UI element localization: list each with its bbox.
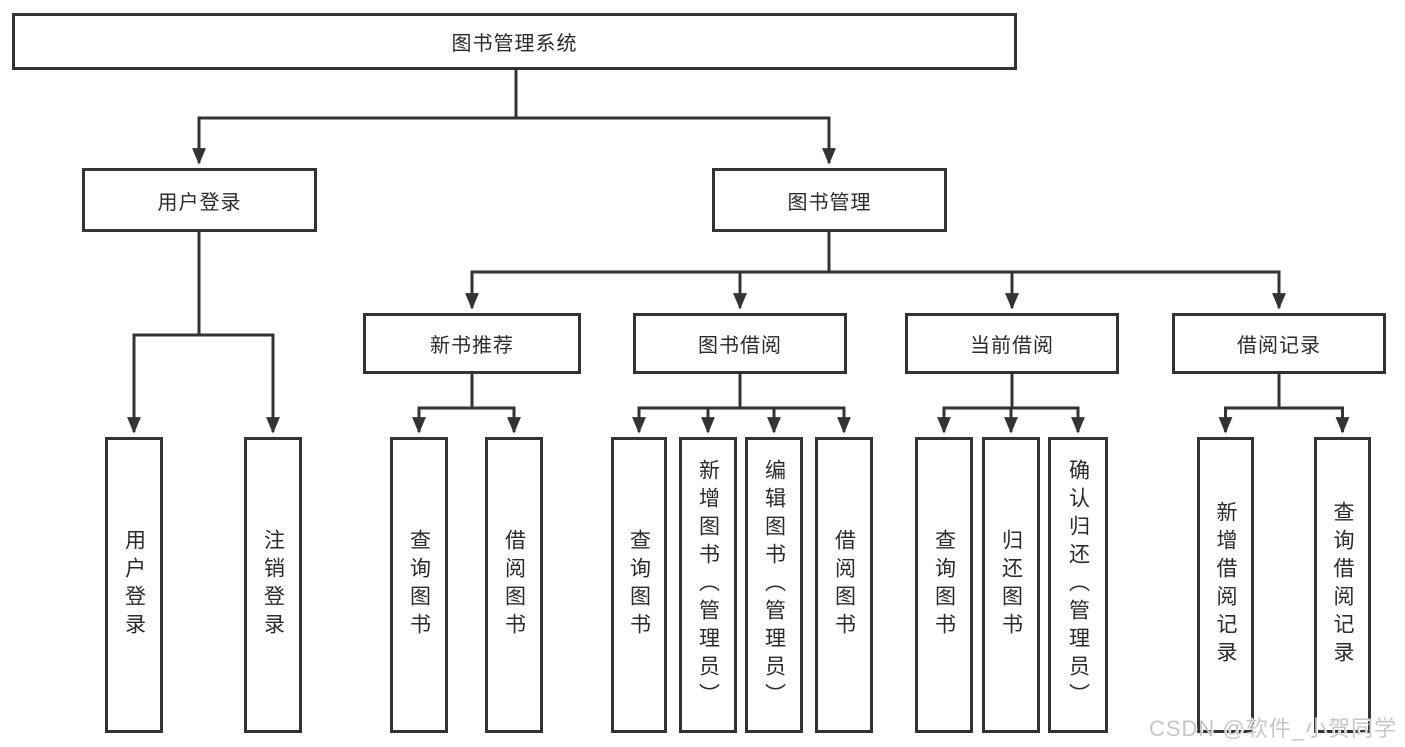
leaf-borrow-books: 借阅图书 [815, 437, 873, 733]
node-borrowing-records: 借阅记录 [1172, 313, 1386, 374]
leaf-add-books-admin: 新增图书（管理员） [679, 437, 737, 733]
leaf-query-borrow-record: 查询借阅记录 [1314, 437, 1371, 733]
leaf-query-books-current: 查询图书 [915, 437, 973, 733]
leaf-query-books-borrow: 查询图书 [611, 437, 667, 733]
leaf-user-login: 用户登录 [105, 437, 163, 733]
leaf-confirm-return-admin: 确认归还（管理员） [1048, 437, 1108, 733]
csdn-watermark: CSDN @软件_小贺同学 [1148, 716, 1397, 741]
leaf-borrow-books-recommend: 借阅图书 [485, 437, 543, 733]
leaf-query-books-recommend: 查询图书 [390, 437, 448, 733]
node-user-login-branch: 用户登录 [82, 168, 317, 232]
leaf-edit-books-admin: 编辑图书（管理员） [745, 437, 803, 733]
leaf-return-books: 归还图书 [982, 437, 1040, 733]
node-book-borrowing: 图书借阅 [633, 313, 847, 374]
node-current-borrowing: 当前借阅 [905, 313, 1119, 374]
node-book-management-branch: 图书管理 [712, 168, 947, 232]
leaf-logout: 注销登录 [244, 437, 302, 733]
leaf-add-borrow-record: 新增借阅记录 [1197, 437, 1254, 733]
node-library-management-system: 图书管理系统 [12, 13, 1017, 70]
node-new-book-recommendation: 新书推荐 [363, 313, 581, 374]
